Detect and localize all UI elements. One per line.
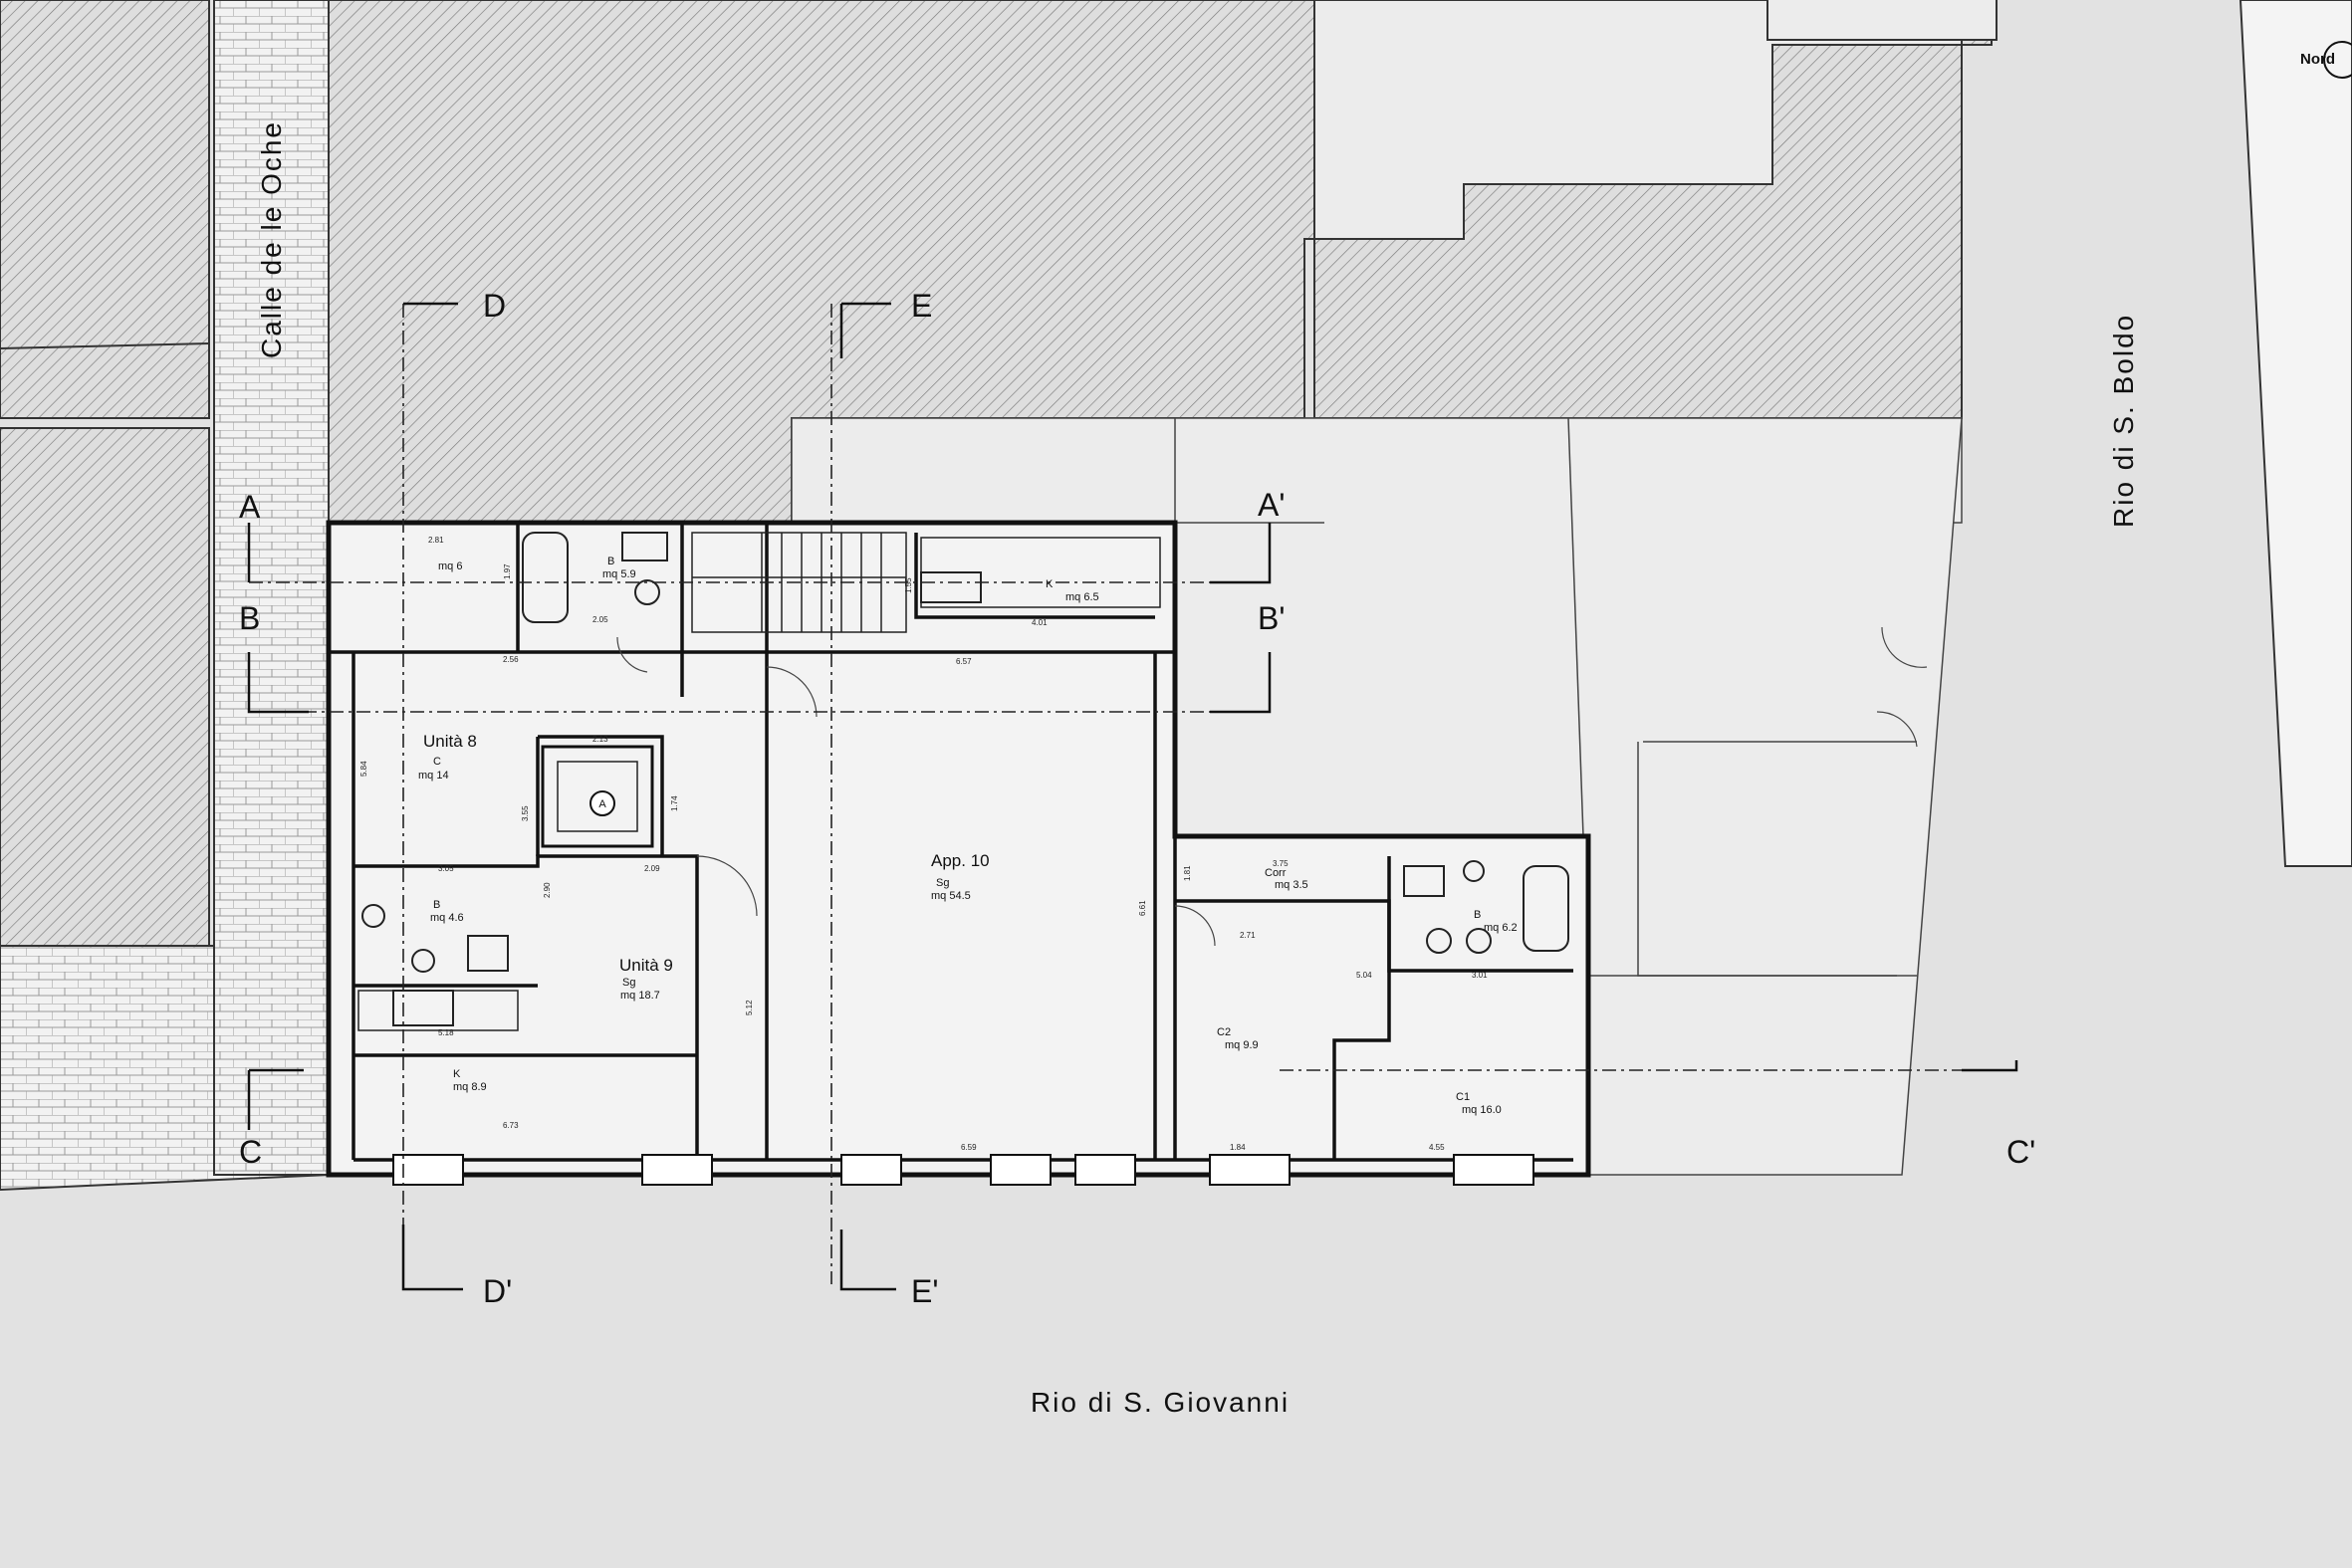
dimension: 6.61: [1138, 900, 1147, 916]
bath-u9-code: B: [433, 899, 440, 911]
dimension: 2.05: [592, 615, 608, 624]
unit-8-name: Unità 8: [423, 732, 477, 751]
app-10-room: Sg: [936, 877, 949, 889]
kitchen-u9-area: mq 8.9: [453, 1081, 487, 1093]
unit-8-room: C: [433, 756, 441, 768]
canal-label-rio-boldo: Rio di S. Boldo: [2108, 314, 2139, 528]
bath-right-area: mq 6.2: [1484, 922, 1518, 934]
dimension: 5.12: [745, 1000, 754, 1015]
lift-label: A: [598, 798, 606, 810]
section-label-c: C: [239, 1134, 262, 1170]
app-10-area: mq 54.5: [931, 890, 971, 902]
room-c1-area: mq 16.0: [1462, 1104, 1502, 1116]
dimension: 2.71: [1240, 931, 1256, 940]
kitchen-counter: [357, 537, 1161, 1031]
dimension: 1.74: [670, 795, 679, 811]
dimension: 6.59: [961, 1143, 977, 1152]
dimension: 6.57: [956, 657, 972, 666]
kitchen-top-code: K: [1046, 578, 1054, 590]
dimension: 2.56: [503, 655, 519, 664]
bathtub-icon: [522, 532, 1569, 952]
section-lines: [249, 304, 2011, 1284]
section-label-a-prime: A': [1258, 487, 1285, 523]
dimension: 3.55: [521, 805, 530, 821]
room-c1-code: C1: [1456, 1091, 1470, 1103]
kitchen-u9-code: K: [453, 1068, 461, 1080]
dimension: 5.18: [438, 1028, 454, 1037]
dimension: 1.55: [904, 577, 913, 593]
dimension-labels: 2.81 1.97 2.05 1.55 4.01 6.57 2.56 2.13 …: [359, 536, 1488, 1152]
section-label-a: A: [239, 489, 261, 525]
section-label-e-prime: E': [911, 1273, 938, 1309]
window-openings: [392, 1154, 1534, 1186]
section-label-d-prime: D': [483, 1273, 512, 1309]
lift: A: [541, 745, 654, 848]
dimension: 6.73: [503, 1121, 519, 1130]
corridor-area: mq 3.5: [1275, 879, 1308, 891]
building-far-right: [2238, 0, 2352, 867]
main-building: [326, 520, 1591, 1178]
door-swing: [616, 626, 1928, 947]
dimension: 2.13: [592, 735, 608, 744]
section-label-e: E: [911, 288, 932, 324]
north-label: Nord: [2300, 51, 2335, 68]
section-label-b: B: [239, 600, 260, 636]
street-label-calle: Calle de le Oche: [256, 120, 287, 358]
room-c2-area: mq 9.9: [1225, 1039, 1259, 1051]
section-label-b-prime: B': [1258, 600, 1285, 636]
unit-8-area: mq 14: [418, 770, 449, 782]
unit-9-area: mq 18.7: [620, 990, 660, 1002]
dimension: 3.75: [1273, 859, 1289, 868]
dimension: 2.09: [644, 864, 660, 873]
section-markers: [247, 302, 2018, 1291]
dimension: 1.84: [1230, 1143, 1246, 1152]
bath-top-code: B: [607, 556, 614, 567]
app-10-name: App. 10: [931, 851, 990, 870]
dimension: 2.81: [428, 536, 444, 545]
room-c2-code: C2: [1217, 1026, 1231, 1038]
canal-label-rio-giovanni: Rio di S. Giovanni: [1031, 1387, 1290, 1418]
hatched-building-left: [0, 427, 210, 947]
unit-9-room: Sg: [622, 977, 635, 989]
bath-u9-area: mq 4.6: [430, 912, 464, 924]
dimension: 5.84: [359, 761, 368, 777]
unit-9-name: Unità 9: [619, 956, 673, 975]
bath-top-area: mq 5.9: [602, 568, 636, 580]
dimension: 4.55: [1429, 1143, 1445, 1152]
hatched-building-top-left: [0, 0, 210, 419]
dimension: 4.01: [1032, 618, 1048, 627]
section-label-c-prime: C': [2006, 1134, 2035, 1170]
dimension: 3.01: [1472, 971, 1488, 980]
toilet-icon: [361, 579, 1492, 973]
dimension: 3.05: [438, 864, 454, 873]
dimension: 1.81: [1183, 865, 1192, 881]
section-label-d: D: [483, 288, 506, 324]
dimension: 1.97: [503, 563, 512, 579]
dimension: 5.04: [1356, 971, 1372, 980]
interior-walls: [329, 523, 1573, 1162]
north-arrow: Nord: [2300, 41, 2352, 79]
bath-right-code: B: [1474, 909, 1481, 921]
corridor-code: Corr: [1265, 867, 1287, 879]
room-area-top-left: mq 6: [438, 560, 462, 572]
dimension: 2.90: [543, 882, 552, 898]
kitchen-top-area: mq 6.5: [1065, 591, 1099, 603]
